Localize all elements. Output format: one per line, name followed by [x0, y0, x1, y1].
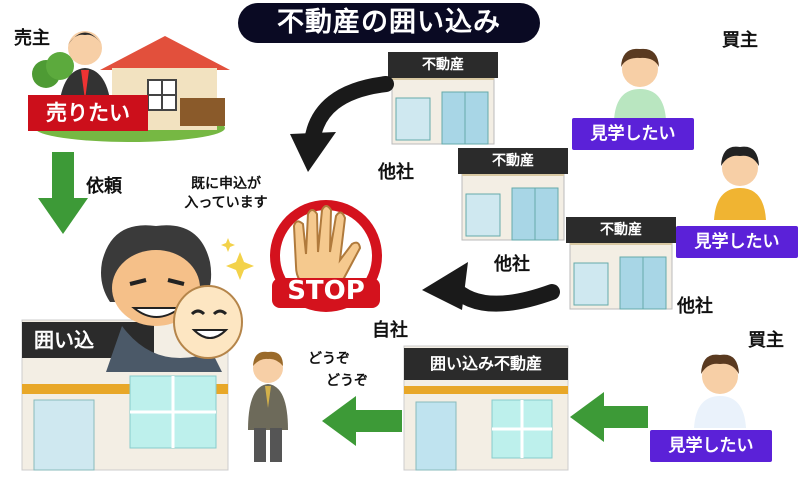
buyer-avatar-3: [694, 354, 746, 428]
request-down-arrow: [38, 152, 88, 234]
other-agency-sign-2: 不動産: [458, 148, 568, 174]
other-agency-sign-3: 不動産: [566, 217, 676, 243]
masked-agent-illustration: [101, 225, 254, 372]
buyer-to-agency-arrow: [570, 392, 648, 442]
other-agency-label-2: 他社: [494, 254, 530, 275]
agency-to-seller-arrow: [322, 396, 402, 446]
seller-wish-button: 売りたい: [28, 95, 148, 131]
own-company-label: 自社: [372, 320, 408, 341]
other-agency-building-3: [569, 236, 673, 310]
own-agency-sign: 囲い込み不動産: [404, 348, 568, 380]
buyer-role-label-3: 買主: [748, 330, 784, 351]
buyer-avatar-2: [714, 146, 766, 220]
other-agency-sign-1: 不動産: [388, 52, 498, 78]
buyer-wish-button-2[interactable]: 見学したい: [676, 226, 798, 258]
other-agency-building-2: [461, 167, 565, 241]
request-label: 依頼: [86, 176, 122, 197]
other-agency-label-3: 他社: [677, 296, 713, 317]
welcome-line-2: どうぞ: [326, 373, 368, 389]
stop-sign-band: [272, 278, 380, 308]
other-agency-label-1: 他社: [378, 162, 414, 183]
seller-role-label: 売主: [14, 28, 50, 49]
bowing-clerk-illustration: [248, 351, 288, 462]
buyer-avatar-1: [614, 48, 666, 120]
stop-sign-label: STOP: [287, 276, 365, 306]
buyer-wish-button-1[interactable]: 見学したい: [572, 118, 694, 150]
buyer-role-label-1: 買主: [722, 30, 758, 51]
welcome-line-1: どうぞ: [308, 351, 350, 367]
page-title: 不動産の囲い込み: [238, 3, 540, 43]
already-applied-message: 既に申込が 入っています: [184, 176, 268, 211]
buyer-wish-button-3[interactable]: 見学したい: [650, 430, 772, 462]
